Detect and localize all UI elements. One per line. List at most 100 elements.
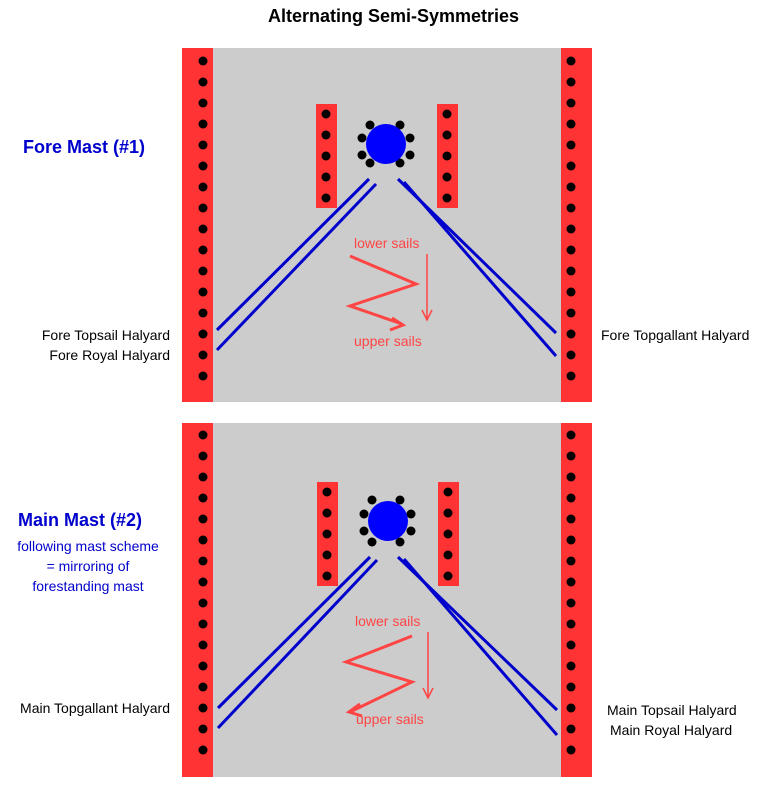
belaying-pin	[566, 430, 576, 440]
belaying-pin	[566, 203, 576, 213]
belaying-pin	[321, 193, 331, 203]
belaying-pin	[566, 287, 576, 297]
fore-right-rail	[561, 48, 592, 402]
belaying-pin	[566, 472, 576, 482]
belaying-pin	[566, 245, 576, 255]
fore-halyard-lines	[215, 177, 558, 357]
belaying-pin	[566, 598, 576, 608]
belaying-pin	[443, 508, 453, 518]
fore-deck	[182, 48, 592, 402]
belaying-pin	[566, 682, 576, 692]
halyard-label: Fore Royal Halyard	[49, 347, 170, 363]
belaying-pin	[443, 487, 453, 497]
belaying-pin	[198, 703, 208, 713]
fore-mast-pins	[357, 120, 415, 168]
belaying-pin	[566, 745, 576, 755]
belaying-pin	[566, 350, 576, 360]
belaying-pin	[566, 371, 576, 381]
halyard-label: Main Topsail Halyard	[607, 702, 737, 718]
belaying-pin	[198, 266, 208, 276]
belaying-pin	[198, 224, 208, 234]
halyard-label: Fore Topsail Halyard	[41, 327, 170, 343]
belaying-pin	[443, 550, 453, 560]
note-line: forestanding mast	[32, 578, 144, 594]
belaying-pin	[198, 161, 208, 171]
belaying-pin	[321, 109, 331, 119]
belaying-pin	[566, 451, 576, 461]
fore-right-halyard-labels: Fore Topgallant Halyard	[601, 325, 749, 345]
main-left-pinrail-pins	[322, 487, 332, 581]
fore-lower-sails-label: lower sails	[354, 235, 420, 251]
belaying-pin	[198, 350, 208, 360]
belaying-pin	[566, 140, 576, 150]
belaying-pin	[198, 329, 208, 339]
belaying-pin	[198, 371, 208, 381]
main-mast-pins	[359, 495, 416, 547]
main-mast-title: Main Mast (#2)	[18, 510, 143, 530]
main-halyard-lines	[216, 555, 559, 736]
belaying-pin	[198, 724, 208, 734]
fore-right-rail-pins	[566, 56, 576, 381]
main-right-rail-pins	[566, 430, 576, 755]
belaying-pin	[566, 661, 576, 671]
belaying-pin	[198, 535, 208, 545]
belaying-pin	[442, 172, 452, 182]
belaying-pin	[321, 172, 331, 182]
halyard-label: Fore Topgallant Halyard	[601, 327, 750, 343]
belaying-pin	[198, 598, 208, 608]
main-sail-order-arrows	[341, 632, 434, 718]
belaying-pin	[566, 535, 576, 545]
main-left-rail	[182, 423, 213, 777]
belaying-pin	[198, 287, 208, 297]
belaying-pin	[198, 556, 208, 566]
belaying-pin	[198, 619, 208, 629]
belaying-pin	[566, 161, 576, 171]
belaying-pin	[198, 308, 208, 318]
fore-mast-icon	[366, 124, 406, 164]
fore-sail-order-arrows	[345, 254, 433, 332]
halyard-label: Main Topgallant Halyard	[20, 700, 170, 716]
fore-left-rail	[182, 48, 213, 402]
belaying-pin	[566, 308, 576, 318]
belaying-pin	[322, 529, 332, 539]
belaying-pin	[198, 640, 208, 650]
belaying-pin	[322, 508, 332, 518]
belaying-pin	[566, 724, 576, 734]
belaying-pin	[322, 571, 332, 581]
belaying-pin	[566, 577, 576, 587]
belaying-pin	[198, 98, 208, 108]
belaying-pin	[566, 224, 576, 234]
belaying-pin	[566, 514, 576, 524]
main-right-halyard-labels: Main Topsail Halyard Main Royal Halyard	[607, 700, 737, 740]
belaying-pin	[322, 550, 332, 560]
fore-left-pinrail-pins	[321, 109, 331, 203]
belaying-pin	[566, 119, 576, 129]
belaying-pin	[321, 130, 331, 140]
diagram-title: Alternating Semi-Symmetries	[267, 6, 520, 26]
fore-left-rail-pins	[198, 56, 208, 381]
main-left-halyard-labels: Main Topgallant Halyard	[2, 698, 170, 718]
belaying-pin	[566, 77, 576, 87]
belaying-pin	[566, 98, 576, 108]
belaying-pin	[198, 682, 208, 692]
belaying-pin	[198, 182, 208, 192]
belaying-pin	[322, 487, 332, 497]
belaying-pin	[442, 193, 452, 203]
fore-mast-title: Fore Mast (#1)	[23, 137, 146, 157]
halyard-label: Main Royal Halyard	[610, 722, 733, 738]
belaying-pin	[442, 151, 452, 161]
fore-left-halyard-labels: Fore Topsail Halyard Fore Royal Halyard	[6, 325, 170, 365]
belaying-pin	[566, 266, 576, 276]
belaying-pin	[321, 151, 331, 161]
main-upper-sails-label: upper sails	[356, 711, 424, 727]
belaying-pin	[566, 556, 576, 566]
fore-right-pinrail-pins	[442, 109, 452, 203]
belaying-pin	[198, 203, 208, 213]
main-mast-note: following mast scheme = mirroring of for…	[8, 536, 168, 596]
main-left-rail-pins	[198, 430, 208, 755]
belaying-pin	[198, 140, 208, 150]
belaying-pin	[442, 109, 452, 119]
belaying-pin	[566, 329, 576, 339]
belaying-pin	[198, 514, 208, 524]
